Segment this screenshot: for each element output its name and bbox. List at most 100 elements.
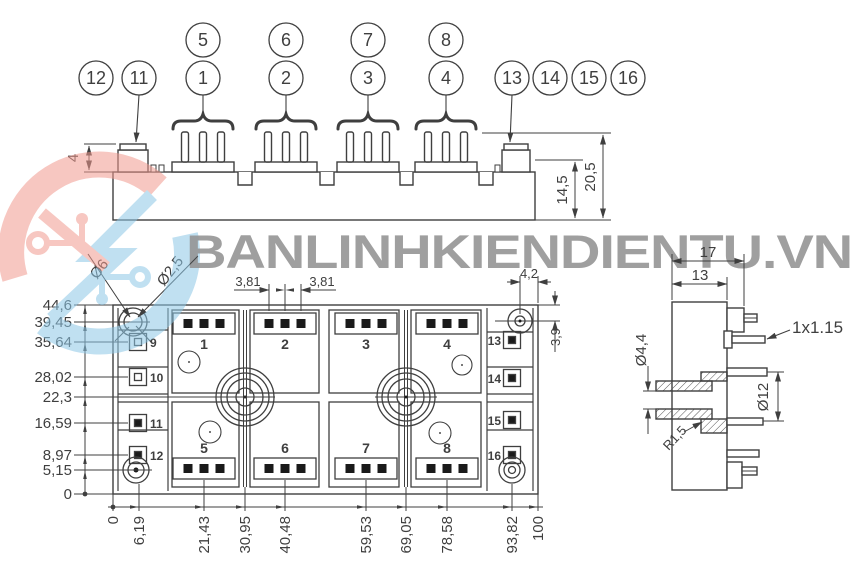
- side-width-dims: [671, 254, 745, 306]
- watermark: BANLINHKIENDIENTU.VN: [0, 151, 853, 355]
- callout-label: 5: [198, 30, 208, 50]
- plan-pad-labels: 1 2 3 4 5 6 7 8: [200, 336, 451, 456]
- callout-circle: [268, 22, 304, 58]
- plan-channels: [243, 310, 533, 487]
- callout-circle: [494, 60, 530, 96]
- terminal-label: 14: [488, 372, 502, 386]
- callout-circle: [610, 60, 646, 96]
- hole-offset-y-label: 3,9: [548, 328, 563, 346]
- pad-label: 6: [281, 440, 289, 456]
- front-view: [84, 94, 611, 221]
- pad-label: 2: [281, 336, 289, 352]
- dim-chain-arrows: [82, 305, 88, 497]
- side-boss-section: [655, 371, 728, 434]
- plan-bottom-dim-labels: 0 6,19 21,43 30,95 40,48 59,53 69,05 78,…: [105, 516, 547, 554]
- plan-hole-offset-y-dim: [532, 291, 560, 352]
- dim-label: 6,19: [131, 516, 148, 545]
- dim-label: 40,48: [277, 516, 294, 554]
- dim-label: 93,82: [504, 516, 521, 554]
- side-view: [643, 254, 791, 491]
- pitch-dim-label: 3,81: [309, 274, 334, 289]
- dim-label: 22,3: [43, 389, 72, 406]
- callout-circle: [121, 60, 157, 96]
- pin-size-label: 1x1.15: [792, 318, 843, 337]
- callout-numbers: 5 6 7 8 12 11 1 2 3 4 13 14 15 16: [86, 30, 638, 88]
- hole-offset-x-label: 4,2: [520, 266, 538, 281]
- side-body-width-label: 13: [692, 267, 709, 284]
- callout-label: 2: [281, 68, 291, 88]
- terminal-label: 13: [488, 334, 502, 348]
- front-right-terminal: [501, 149, 531, 173]
- dim-label: 30,95: [237, 516, 254, 554]
- pad-label: 1: [200, 336, 208, 352]
- callout-label: 15: [579, 68, 599, 88]
- dim-label: 100: [530, 516, 547, 541]
- plan-bottom-dim-chain: [108, 480, 543, 511]
- plan-terminal-labels: 9 10 11 12 13 14 15 16: [150, 334, 501, 463]
- plan-pads: [172, 312, 479, 480]
- brace-icon: [171, 108, 478, 131]
- side-bore-dia-dim: [643, 366, 656, 434]
- pad-label: 5: [200, 440, 208, 456]
- fillet-leader: [683, 421, 703, 433]
- terminal-label: 9: [150, 336, 157, 350]
- side-boss-dia-dim: [763, 371, 784, 422]
- callout-label: 8: [441, 30, 451, 50]
- plan-view: [74, 253, 560, 511]
- terminal-label: 10: [150, 371, 164, 385]
- callout-circle: [268, 60, 304, 96]
- dim-label: 21,43: [196, 516, 213, 554]
- plan-pitch-dims: [234, 284, 336, 311]
- callout-circle: [428, 22, 464, 58]
- bore-dia-label: Ø4,4: [633, 334, 650, 367]
- callout-label: 1: [198, 68, 208, 88]
- dim-label: 28,02: [34, 369, 72, 386]
- pad-label: 7: [362, 440, 370, 456]
- plan-hole-offset-x-dim: [507, 276, 551, 314]
- callout-label: 6: [281, 30, 291, 50]
- pitch-dim-label: 3,81: [235, 274, 260, 289]
- dim-label: 8,97: [43, 447, 72, 464]
- callout-circle: [532, 60, 568, 96]
- callout-label: 12: [86, 68, 106, 88]
- callout-label: 4: [441, 68, 451, 88]
- side-body: [671, 301, 728, 491]
- terminal-label: 12: [150, 449, 164, 463]
- watermark-text: BANLINHKIENDIENTU.VN: [186, 225, 852, 278]
- callout-circle: [78, 60, 114, 96]
- pad-label: 3: [362, 336, 370, 352]
- terminal-label: 11: [150, 417, 163, 431]
- callout-circle: [350, 22, 386, 58]
- front-dim-body-height-label: 14,5: [554, 175, 571, 204]
- terminal-label: 16: [488, 449, 502, 463]
- callout-circle: [428, 60, 464, 96]
- dim-label: 78,58: [439, 516, 456, 554]
- callout-label: 3: [363, 68, 373, 88]
- callout-label: 16: [618, 68, 638, 88]
- pin-size-leader: [766, 329, 791, 340]
- dim-chain-arrows: [110, 504, 538, 510]
- callout-label: 7: [363, 30, 373, 50]
- callout-label: 13: [502, 68, 522, 88]
- callout-circle: [350, 60, 386, 96]
- front-pins: [180, 131, 469, 163]
- dim-label: 16,59: [34, 415, 72, 432]
- pad-label: 4: [443, 336, 451, 352]
- dim-label: 59,53: [358, 516, 375, 554]
- dim-label: 5,15: [43, 462, 72, 479]
- callout-label: 14: [540, 68, 560, 88]
- pad-label: 8: [443, 440, 451, 456]
- front-dims-right: [482, 132, 611, 221]
- callout-circle: [185, 60, 221, 96]
- side-total-width-label: 17: [700, 244, 717, 261]
- callout-circle: [185, 22, 221, 58]
- callout-balloons: [78, 22, 646, 96]
- boss-dia-label: Ø12: [755, 383, 772, 411]
- front-dim-total-height-label: 20,5: [582, 162, 599, 191]
- callout-label: 11: [130, 68, 149, 88]
- plan-body: [112, 304, 539, 495]
- dim-label: 69,05: [398, 516, 415, 554]
- callout-leaders: [133, 94, 514, 143]
